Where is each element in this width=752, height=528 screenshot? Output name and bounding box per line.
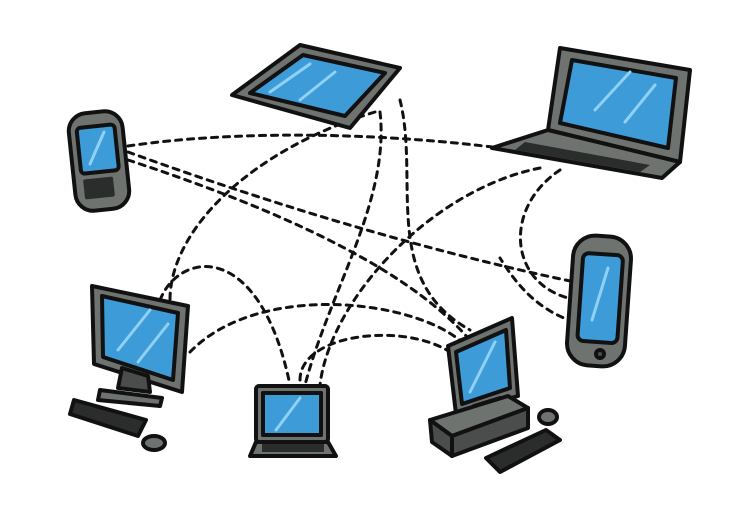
link-laptop-large-tablet-portrait bbox=[519, 168, 580, 302]
link-tablet-laptop-small bbox=[303, 110, 383, 387]
phone-icon bbox=[66, 109, 132, 213]
link-phone-laptop-large bbox=[126, 133, 502, 150]
link-phone-desktop-right bbox=[126, 158, 470, 340]
tablet-icon bbox=[230, 43, 402, 130]
link-phone-tablet-portrait bbox=[126, 150, 577, 284]
laptop-icon bbox=[490, 46, 692, 180]
link-desktop-left-desktop-right bbox=[188, 302, 467, 354]
desktop-icon bbox=[428, 316, 562, 474]
laptop-icon bbox=[248, 384, 338, 458]
link-tablet-desktop-right bbox=[398, 98, 472, 332]
desktop-icon bbox=[68, 284, 190, 452]
link-desktop-left-laptop-small bbox=[158, 265, 292, 387]
link-laptop-small-desktop-right bbox=[298, 333, 462, 382]
link-tablet-portrait-desktop-right bbox=[498, 256, 576, 324]
link-tablet-desktop-left bbox=[168, 110, 377, 302]
link-laptop-large-laptop-small bbox=[318, 166, 542, 387]
connection-links bbox=[126, 98, 580, 387]
tablet-icon bbox=[565, 233, 633, 369]
